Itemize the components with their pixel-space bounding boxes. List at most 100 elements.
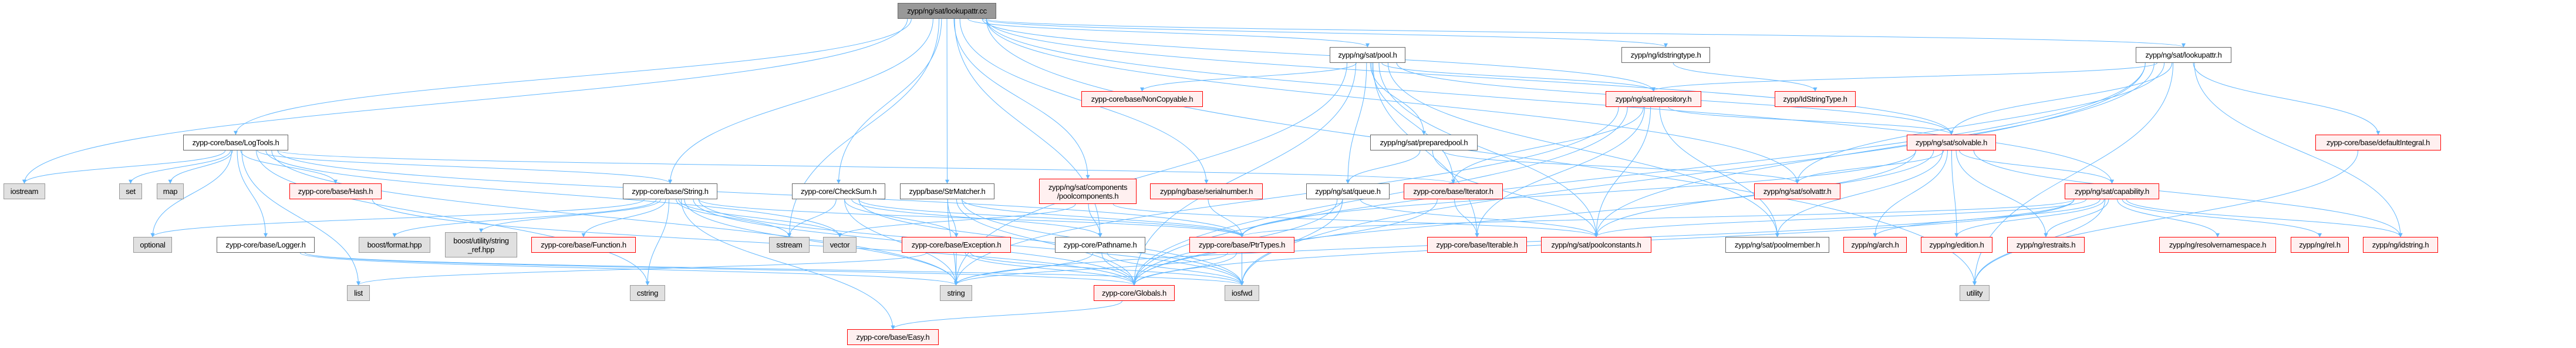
edge-logger-to-iosfwd xyxy=(304,252,1244,286)
edge-serialnumber-to-ptrtypes xyxy=(1208,199,1244,237)
node-easy[interactable]: zypp-core/base/Easy.h xyxy=(847,329,939,345)
edge-pool-to-iterator xyxy=(1371,62,1455,184)
edge-cc-to-checksum xyxy=(837,18,942,184)
node-iosfwd[interactable]: iosfwd xyxy=(1225,285,1259,301)
edge-pathname-to-string xyxy=(954,252,1094,286)
node-set[interactable]: set xyxy=(119,183,142,199)
node-poolconstants[interactable]: zypp/ng/sat/poolconstants.h xyxy=(1541,237,1651,253)
node-poolcomponents[interactable]: zypp/ng/sat/components /poolcomponents.h xyxy=(1039,179,1137,204)
node-resolvernamespace[interactable]: zypp/ng/resolvernamespace.h xyxy=(2159,237,2276,253)
node-string-h[interactable]: zypp-core/base/String.h xyxy=(623,183,717,199)
edge-solvable-to-edition xyxy=(1951,150,1959,237)
edge-lookupattr_h-to-poolconstants xyxy=(1594,62,2154,237)
node-string[interactable]: string xyxy=(940,285,972,301)
edge-iterator-to-iterable xyxy=(1454,199,1479,237)
node-exception[interactable]: zypp-core/base/Exception.h xyxy=(902,237,1011,253)
edge-logtools-to-string_h xyxy=(257,150,672,184)
edge-globals-to-easy xyxy=(891,300,1122,330)
node-utility[interactable]: utility xyxy=(1960,285,1990,301)
edge-poolcomponents-to-pathname xyxy=(1088,203,1102,237)
edge-solvable-to-restraits xyxy=(1955,150,2048,237)
edge-repository-to-solvable xyxy=(1668,106,1954,135)
edge-poolcomponents-to-vector xyxy=(838,203,1076,237)
edge-logtools-to-vector xyxy=(265,150,842,237)
edge-logtools-to-hash xyxy=(240,150,338,184)
edge-cc-to-utility xyxy=(986,18,1977,286)
edge-preparedpool-to-queue xyxy=(1346,150,1421,184)
edge-checksum-to-iosfwd xyxy=(858,199,1244,286)
node-edition[interactable]: zypp/ng/edition.h xyxy=(1921,237,1992,253)
node-strmatcher[interactable]: zypp/base/StrMatcher.h xyxy=(900,183,994,199)
node-boost-format[interactable]: boost/format.hpp xyxy=(359,237,430,253)
node-noncopyable[interactable]: zypp-core/base/NonCopyable.h xyxy=(1081,91,1203,107)
edge-logtools-to-iostream xyxy=(22,150,225,184)
edge-lookupattr_h-to-iosfwd xyxy=(1240,62,2146,286)
node-lookupattr-h[interactable]: zypp/ng/sat/lookupattr.h xyxy=(2136,47,2231,63)
edge-cc-to-string_h xyxy=(668,18,933,184)
edge-poolcomponents-to-poolconstants xyxy=(1112,203,1599,237)
edge-logtools-to-list xyxy=(241,150,360,286)
edge-pool-to-poolconstants xyxy=(1378,62,1599,237)
node-globals[interactable]: zypp-core/Globals.h xyxy=(1094,285,1175,301)
node-idstringtype-h[interactable]: zypp/IdStringType.h xyxy=(1775,91,1856,107)
node-map[interactable]: map xyxy=(157,183,184,199)
edge-strmatcher-to-ptrtypes xyxy=(962,199,1244,237)
edge-cc-to-logtools xyxy=(234,18,912,135)
node-poolmember[interactable]: zypp/ng/sat/poolmember.h xyxy=(1725,237,1829,253)
node-sstream[interactable]: sstream xyxy=(769,237,810,253)
edge-ptrtypes-to-string xyxy=(954,252,1228,286)
edge-capability-to-rel xyxy=(2122,199,2322,237)
node-list[interactable]: list xyxy=(347,285,370,301)
node-iostream[interactable]: iostream xyxy=(4,183,45,199)
node-hash[interactable]: zypp-core/base/Hash.h xyxy=(289,183,382,199)
edge-pathname-to-globals xyxy=(1101,252,1137,286)
edge-capability-to-ptrtypes xyxy=(1240,199,2075,237)
node-iterable[interactable]: zypp-core/base/Iterable.h xyxy=(1427,237,1527,253)
node-boost-string-ref[interactable]: boost/utility/string _ref.hpp xyxy=(445,232,517,257)
node-capability[interactable]: zypp/ng/sat/capability.h xyxy=(2065,183,2159,199)
node-rel[interactable]: zypp/ng/rel.h xyxy=(2291,237,2349,253)
edge-string_h-to-boost_string_ref xyxy=(479,199,661,233)
node-logger[interactable]: zypp-core/base/Logger.h xyxy=(217,237,315,253)
node-idstring[interactable]: zypp/ng/idstring.h xyxy=(2363,237,2438,253)
node-defaultintegral[interactable]: zypp-core/base/defaultIntegral.h xyxy=(2315,135,2441,150)
edge-logtools-to-ptrtypes xyxy=(277,150,1244,237)
edge-lookupattr_h-to-idstring xyxy=(2194,62,2403,237)
node-restraits[interactable]: zypp/ng/restraits.h xyxy=(2007,237,2085,253)
node-pathname[interactable]: zypp-core/Pathname.h xyxy=(1055,237,1145,253)
node-arch[interactable]: zypp/ng/arch.h xyxy=(1843,237,1907,253)
edge-exception-to-list xyxy=(356,252,927,286)
node-iterator[interactable]: zypp-core/base/Iterator.h xyxy=(1404,183,1503,199)
node-function[interactable]: zypp-core/base/Function.h xyxy=(531,237,636,253)
node-solvattr[interactable]: zypp/ng/sat/solvattr.h xyxy=(1754,183,1840,199)
node-logtools[interactable]: zypp-core/base/LogTools.h xyxy=(183,135,288,150)
node-solvable[interactable]: zypp/ng/sat/solvable.h xyxy=(1907,135,1996,150)
edge-string_h-to-string xyxy=(684,199,958,286)
edge-lookupattr_h-to-repository xyxy=(1651,62,2157,92)
edge-lookupattr_h-to-solvattr xyxy=(1795,62,2165,184)
node-optional[interactable]: optional xyxy=(133,237,172,253)
node-serialnumber[interactable]: zypp/ng/base/serialnumber.h xyxy=(1150,183,1263,199)
edge-string_h-to-boost_format xyxy=(392,199,657,237)
edge-string_h-to-function xyxy=(581,199,666,237)
node-ptrtypes[interactable]: zypp-core/base/PtrTypes.h xyxy=(1189,237,1294,253)
edge-cc-to-poolcomponents xyxy=(953,18,1090,179)
edge-capability-to-idstring xyxy=(2126,199,2403,237)
node-cstring[interactable]: cstring xyxy=(630,285,665,301)
node-cc[interactable]: zypp/ng/sat/lookupattr.cc xyxy=(898,3,996,19)
node-idstringtype[interactable]: zypp/ng/idstringtype.h xyxy=(1621,47,1710,63)
edge-pool-to-preparedpool xyxy=(1370,62,1426,135)
edge-preparedpool-to-solvattr xyxy=(1442,150,1799,184)
edge-repository-to-poolconstants xyxy=(1594,106,1651,237)
node-repository[interactable]: zypp/ng/sat/repository.h xyxy=(1606,91,1701,107)
edge-cc-to-solvable xyxy=(986,18,1954,135)
node-checksum[interactable]: zypp-core/CheckSum.h xyxy=(792,183,885,199)
edge-string_h-to-cstring xyxy=(645,199,670,286)
node-vector[interactable]: vector xyxy=(823,237,857,253)
edge-cc-to-iostream xyxy=(22,18,908,184)
edge-pool-to-repository xyxy=(1381,62,1655,92)
node-preparedpool[interactable]: zypp/ng/sat/preparedpool.h xyxy=(1370,135,1478,150)
node-pool[interactable]: zypp/ng/sat/pool.h xyxy=(1330,47,1405,63)
node-queue[interactable]: zypp/ng/sat/queue.h xyxy=(1306,183,1390,199)
